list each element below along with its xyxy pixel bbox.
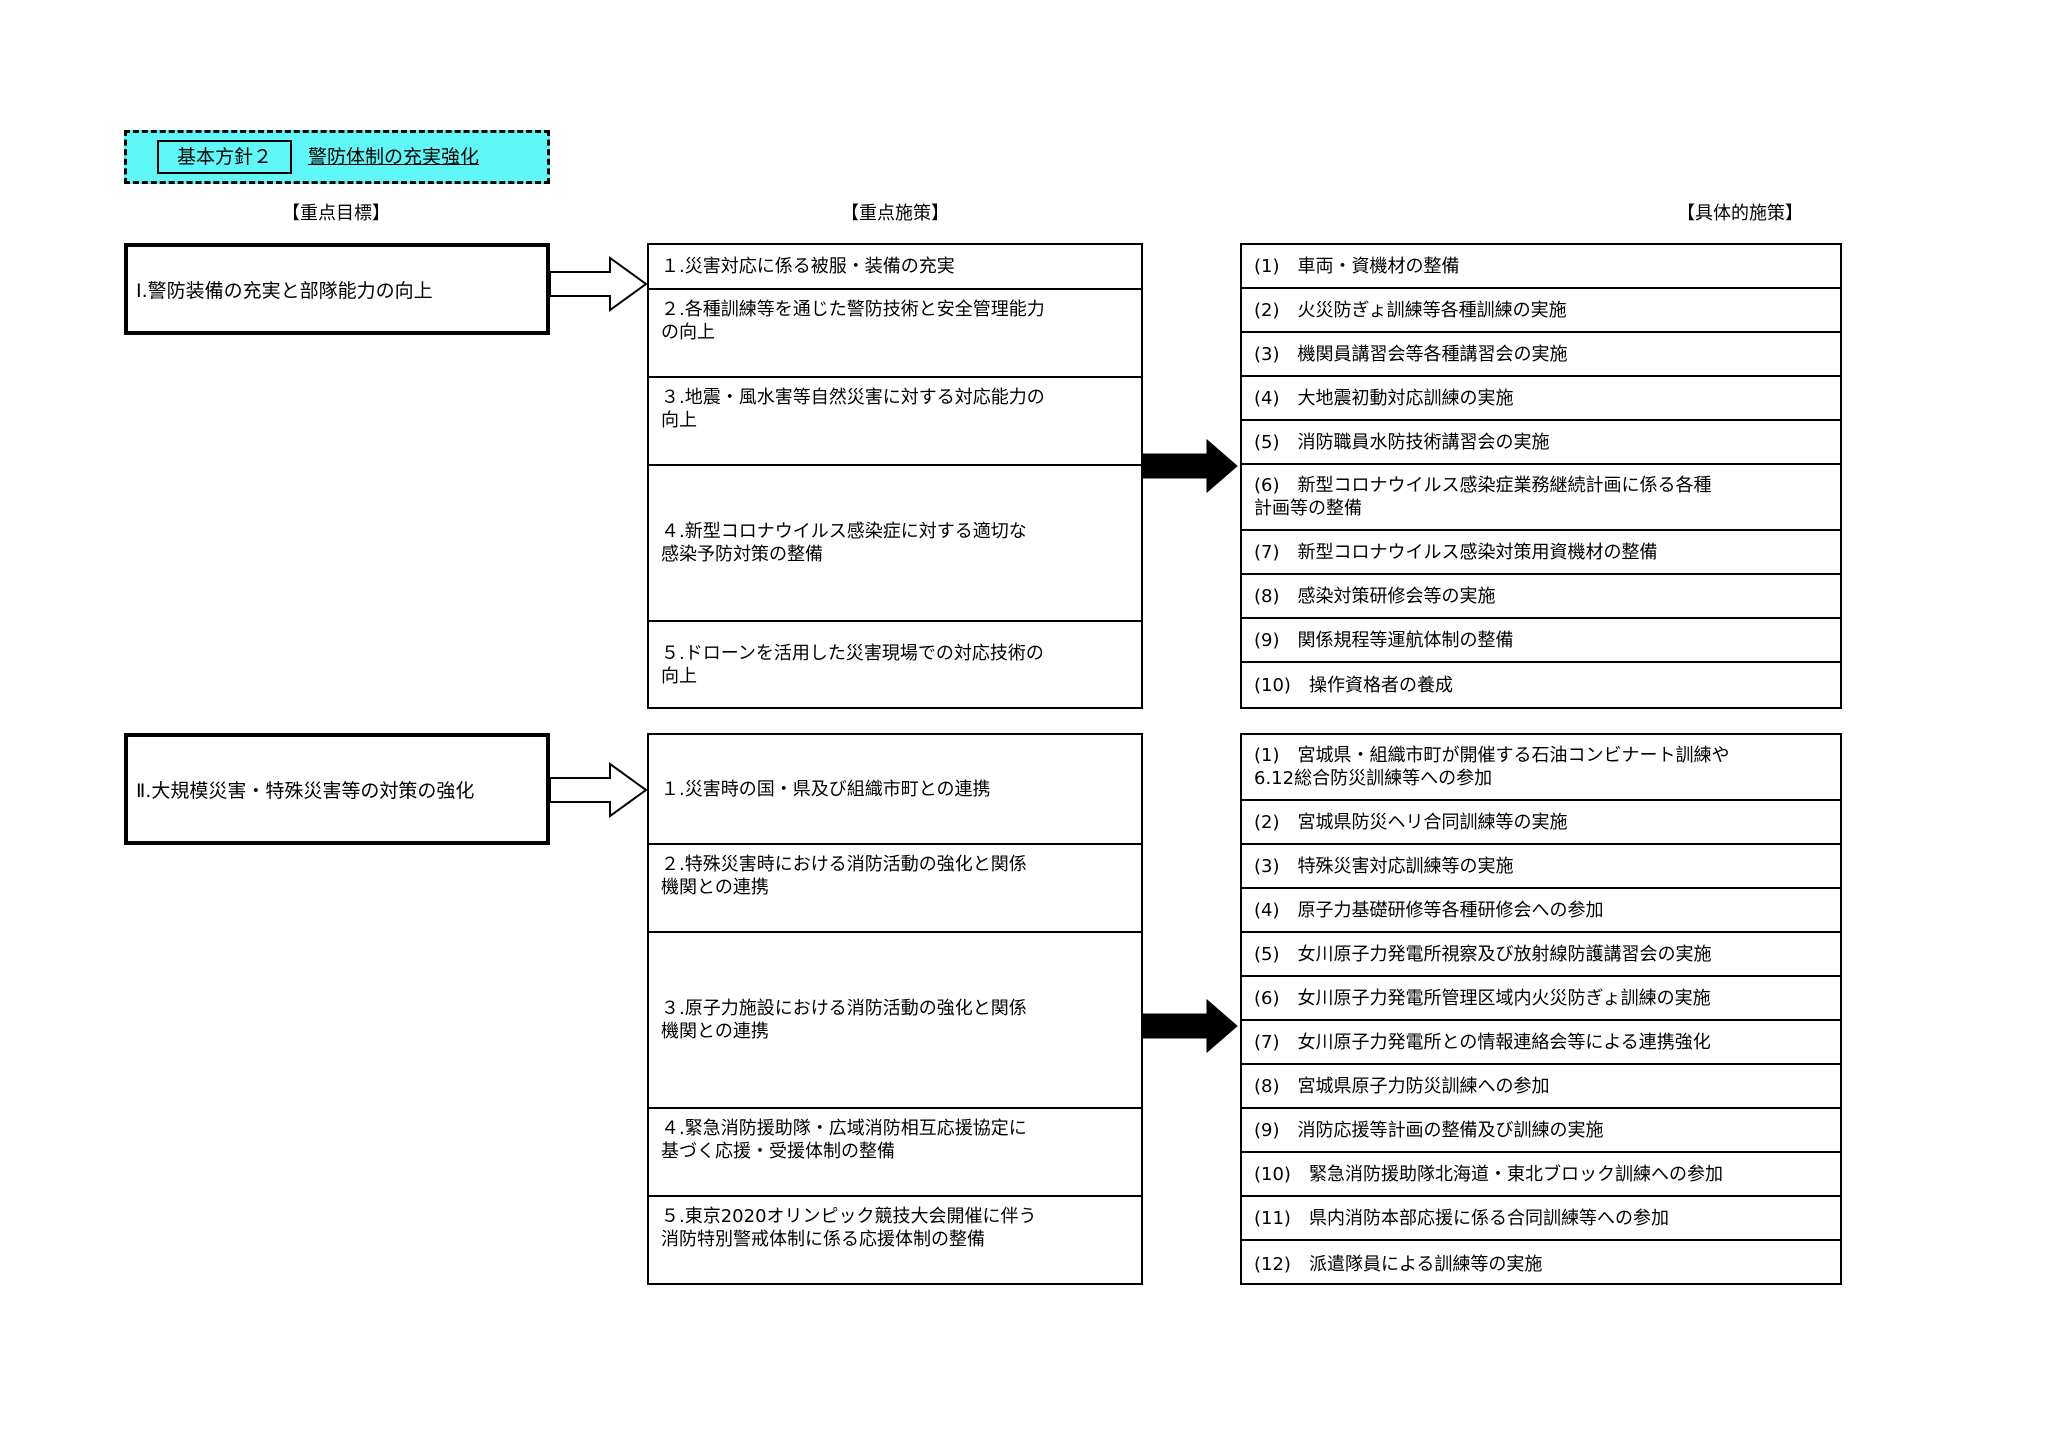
specific-item: (8) 感染対策研修会等の実施 [1242, 575, 1840, 619]
specific-item: (10) 操作資格者の養成 [1254, 674, 1453, 696]
hollow-arrow-2 [549, 762, 648, 818]
specific-item: (3) 機関員講習会等各種講習会の実施 [1242, 333, 1840, 377]
specific-column-1: (1) 車両・資機材の整備 (2) 火災防ぎょ訓練等各種訓練の実施 (3) 機関… [1240, 243, 1842, 709]
goal-text-2: Ⅱ.大規模災害・特殊災害等の対策の強化 [136, 779, 475, 802]
measure-item: ５.ドローンを活用した災害現場での対応技術の 向上 [661, 642, 1044, 687]
specific-item: (1) 宮城県・組織市町が開催する石油コンビナート訓練や 6.12総合防災訓練等… [1242, 735, 1840, 801]
solid-arrow-1 [1142, 438, 1238, 494]
measure-item: ５.東京2020オリンピック競技大会開催に伴う 消防特別警戒体制に係る応援体制の… [661, 1206, 1037, 1250]
measures-column-1: １.災害対応に係る被服・装備の充実 ２.各種訓練等を通じた警防技術と安全管理能力… [647, 243, 1143, 709]
goal-box-2: Ⅱ.大規模災害・特殊災害等の対策の強化 [124, 733, 550, 845]
policy-title: 警防体制の充実強化 [308, 146, 480, 168]
specific-item: (1) 車両・資機材の整備 [1242, 245, 1840, 289]
goal-text-1: Ⅰ.警防装備の充実と部隊能力の向上 [136, 279, 433, 302]
hollow-arrow-1 [549, 256, 648, 312]
specific-item: (4) 原子力基礎研修等各種研修会への参加 [1242, 889, 1840, 933]
solid-arrow-2 [1142, 998, 1238, 1054]
specific-item: (2) 宮城県防災ヘリ合同訓練等の実施 [1242, 801, 1840, 845]
goals-column-header: 【重点目標】 [282, 203, 390, 224]
specific-item: (4) 大地震初動対応訓練の実施 [1242, 377, 1840, 421]
measure-item: ３.地震・風水害等自然災害に対する対応能力の 向上 [649, 378, 1141, 466]
measure-item: ２.特殊災害時における消防活動の強化と関係 機関との連携 [649, 845, 1141, 933]
measures-column-header: 【重点施策】 [841, 203, 949, 224]
measure-item: １.災害時の国・県及び組織市町との連携 [649, 735, 1141, 845]
measure-item: ３.原子力施設における消防活動の強化と関係 機関との連携 [649, 933, 1141, 1109]
specific-column-header: 【具体的施策】 [1677, 203, 1803, 224]
policy-label: 基本方針２ [157, 140, 292, 174]
specific-item: (11) 県内消防本部応援に係る合同訓練等への参加 [1242, 1197, 1840, 1241]
specific-column-2: (1) 宮城県・組織市町が開催する石油コンビナート訓練や 6.12総合防災訓練等… [1240, 733, 1842, 1285]
specific-item: (5) 女川原子力発電所視察及び放射線防護講習会の実施 [1242, 933, 1840, 977]
policy-banner [124, 130, 550, 184]
specific-item: (7) 女川原子力発電所との情報連絡会等による連携強化 [1242, 1021, 1840, 1065]
measure-item: ４.新型コロナウイルス感染症に対する適切な 感染予防対策の整備 [649, 466, 1141, 622]
specific-item: (6) 新型コロナウイルス感染症業務継続計画に係る各種 計画等の整備 [1242, 465, 1840, 531]
specific-item: (6) 女川原子力発電所管理区域内火災防ぎょ訓練の実施 [1242, 977, 1840, 1021]
specific-item: (12) 派遣隊員による訓練等の実施 [1254, 1253, 1543, 1275]
measure-item: １.災害対応に係る被服・装備の充実 [649, 245, 1141, 290]
specific-item: (5) 消防職員水防技術講習会の実施 [1242, 421, 1840, 465]
specific-item: (9) 消防応援等計画の整備及び訓練の実施 [1242, 1109, 1840, 1153]
measure-item: ４.緊急消防援助隊・広域消防相互応援協定に 基づく応援・受援体制の整備 [649, 1109, 1141, 1197]
goal-box-1: Ⅰ.警防装備の充実と部隊能力の向上 [124, 243, 550, 335]
specific-item: (10) 緊急消防援助隊北海道・東北ブロック訓練への参加 [1242, 1153, 1840, 1197]
measure-item: ２.各種訓練等を通じた警防技術と安全管理能力 の向上 [649, 290, 1141, 378]
specific-item: (2) 火災防ぎょ訓練等各種訓練の実施 [1242, 289, 1840, 333]
measures-column-2: １.災害時の国・県及び組織市町との連携 ２.特殊災害時における消防活動の強化と関… [647, 733, 1143, 1285]
specific-item: (7) 新型コロナウイルス感染対策用資機材の整備 [1242, 531, 1840, 575]
specific-item: (9) 関係規程等運航体制の整備 [1242, 619, 1840, 663]
specific-item: (3) 特殊災害対応訓練等の実施 [1242, 845, 1840, 889]
specific-item: (8) 宮城県原子力防災訓練への参加 [1242, 1065, 1840, 1109]
